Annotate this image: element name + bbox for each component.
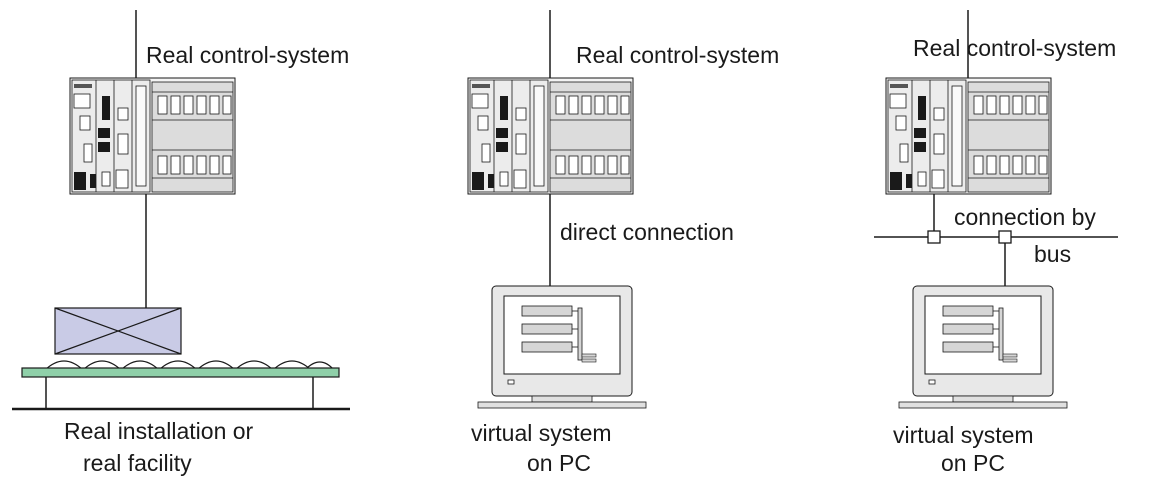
bus-node-pc xyxy=(998,230,1012,244)
controller-label-direct: Real control-system xyxy=(576,42,780,68)
facility-icon xyxy=(12,307,350,411)
controller-label-bus: Real control-system xyxy=(913,35,1117,61)
target-label-real-line2: real facility xyxy=(83,450,192,476)
target-label-bus-line1: virtual system xyxy=(893,422,1034,448)
pc-monitor-icon xyxy=(898,285,1068,409)
control-system-icon xyxy=(885,77,1052,195)
connection-label-bus-line1: connection by xyxy=(954,204,1096,230)
target-label-direct-line2: on PC xyxy=(527,450,591,476)
connection-label-bus-line2: bus xyxy=(1034,241,1072,267)
target-label-bus-line2: on PC xyxy=(941,450,1005,476)
control-system-icon xyxy=(467,77,634,195)
bus-node-controller xyxy=(927,230,941,244)
target-label-real-line1: Real installation or xyxy=(64,418,254,444)
controller-label-real: Real control-system xyxy=(146,42,350,68)
target-label-direct-line1: virtual system xyxy=(471,420,612,446)
connection-label-direct: direct connection xyxy=(560,219,734,245)
panel-direct-connection xyxy=(467,10,647,409)
control-system-icon xyxy=(69,77,236,195)
panel-bus-connection xyxy=(874,10,1118,409)
pc-monitor-icon xyxy=(477,285,647,409)
panel-real-installation xyxy=(12,10,350,411)
